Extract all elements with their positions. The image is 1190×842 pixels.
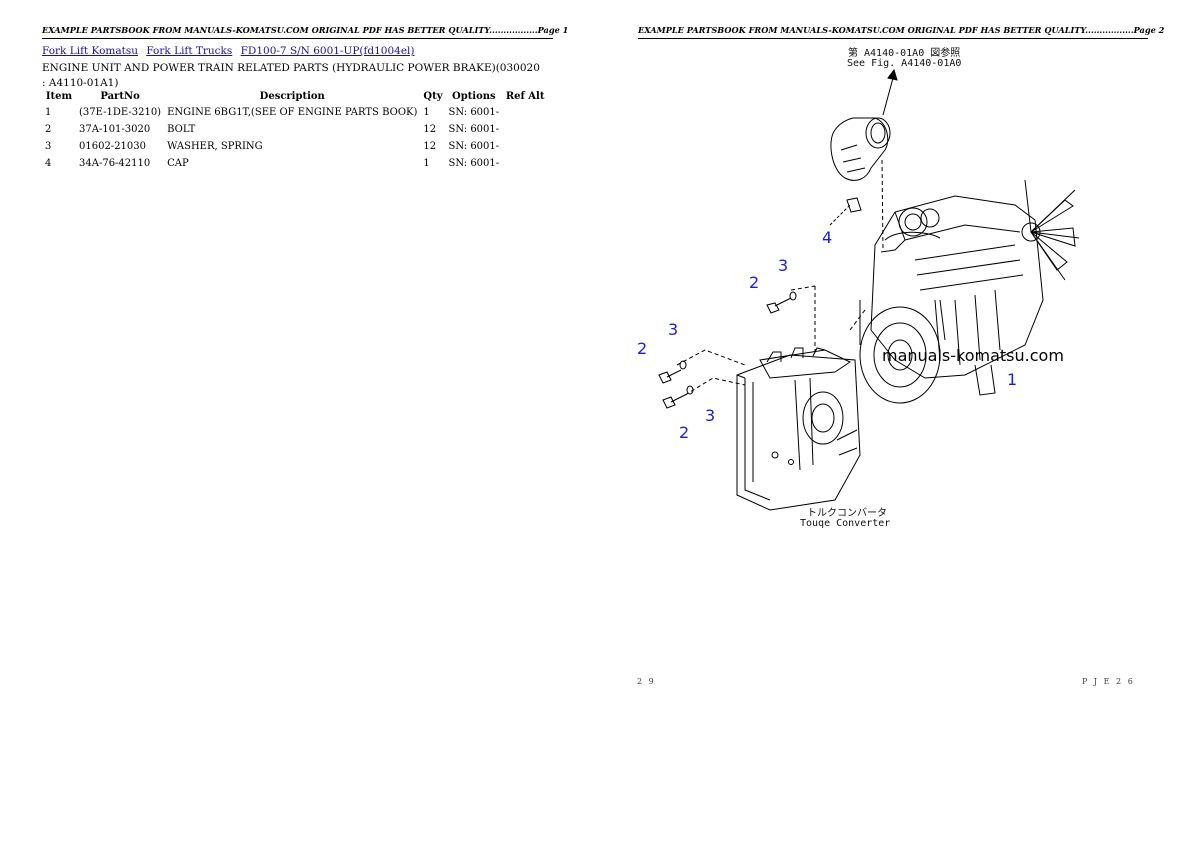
section-title: ENGINE UNIT AND POWER TRAIN RELATED PART… xyxy=(42,62,540,89)
cell-options: SN: 6001- xyxy=(448,158,500,169)
breadcrumb-link-category[interactable]: Fork Lift Trucks xyxy=(146,45,233,57)
intake-elbow-part xyxy=(830,117,891,181)
cell-qty: 1 xyxy=(423,107,430,118)
breadcrumb: Fork Lift Komatsu Fork Lift Trucks FD100… xyxy=(42,45,420,57)
cell-description: ENGINE 6BG1T,(SEE OF ENGINE PARTS BOOK) xyxy=(167,107,418,118)
bolt-part-lower xyxy=(662,385,694,409)
reference-label-en: See Fig. A4140-01A0 xyxy=(847,58,962,69)
engine-part xyxy=(859,179,1080,404)
breadcrumb-link-model[interactable]: FD100-7 S/N 6001-UP(fd1004el) xyxy=(240,45,415,57)
cell-qty: 12 xyxy=(423,141,437,152)
cell-partno: 01602-21030 xyxy=(79,141,147,152)
table-header-row: Item PartNo Description Qty Options Ref … xyxy=(42,90,548,105)
col-header-qty: Qty xyxy=(423,91,443,102)
callout-2: 2 xyxy=(637,339,648,358)
cell-options: SN: 6001- xyxy=(448,141,500,152)
parts-table: Item PartNo Description Qty Options Ref … xyxy=(42,90,548,173)
book-code: P J E 2 6 xyxy=(1082,677,1135,686)
cap-part xyxy=(829,197,862,226)
callout-1: 1 xyxy=(1007,370,1018,389)
cell-qty: 1 xyxy=(423,158,430,169)
cell-refalt xyxy=(502,122,548,139)
col-header-options: Options xyxy=(451,91,496,102)
bolt-part-middle xyxy=(658,360,687,384)
table-row: 4 34A-76-42110 CAP 1 SN: 6001- xyxy=(42,156,548,173)
cell-refalt xyxy=(502,156,548,173)
cell-refalt xyxy=(502,105,548,122)
cell-partno: (37E-1DE-3210) xyxy=(79,107,162,118)
col-header-refalt: Ref Alt xyxy=(505,91,545,102)
callout-2: 2 xyxy=(679,423,690,442)
breadcrumb-link-brand[interactable]: Fork Lift Komatsu xyxy=(42,45,138,57)
page-1: EXAMPLE PARTSBOOK FROM MANUALS-KOMATSU.C… xyxy=(42,25,568,173)
reference-arrow-head xyxy=(887,68,898,81)
cell-item: 2 xyxy=(45,124,52,135)
col-header-partno: PartNo xyxy=(100,91,140,102)
page-header: EXAMPLE PARTSBOOK FROM MANUALS-KOMATSU.C… xyxy=(42,25,568,39)
table-row: 3 01602-21030 WASHER, SPRING 12 SN: 6001… xyxy=(42,139,548,156)
cell-qty: 12 xyxy=(423,124,437,135)
table-row: 1 (37E-1DE-3210) ENGINE 6BG1T,(SEE OF EN… xyxy=(42,105,548,122)
converter-label-jp: トルクコンバータ xyxy=(807,508,887,519)
callout-3: 3 xyxy=(705,406,716,425)
col-header-description: Description xyxy=(259,91,325,102)
cell-partno: 34A-76-42110 xyxy=(79,158,151,169)
col-header-item: Item xyxy=(45,91,73,102)
cell-description: CAP xyxy=(167,158,189,169)
reference-label-jp: 第 A4140-01A0 図参照 xyxy=(848,48,961,59)
cell-refalt xyxy=(502,139,548,156)
bolt-part-upper xyxy=(766,291,797,314)
cell-options: SN: 6001- xyxy=(448,107,500,118)
exploded-parts-diagram xyxy=(658,68,1080,511)
callout-3: 3 xyxy=(668,320,679,339)
torque-converter-part xyxy=(736,347,861,511)
cell-partno: 37A-101-3020 xyxy=(79,124,151,135)
cell-description: WASHER, SPRING xyxy=(167,141,263,152)
converter-label-en: Touqe Converter xyxy=(800,518,891,529)
cell-item: 3 xyxy=(45,141,52,152)
page-header: EXAMPLE PARTSBOOK FROM MANUALS-KOMATSU.C… xyxy=(638,25,1164,39)
table-row: 2 37A-101-3020 BOLT 12 SN: 6001- xyxy=(42,122,548,139)
callout-3: 3 xyxy=(778,256,789,275)
page-2: EXAMPLE PARTSBOOK FROM MANUALS-KOMATSU.C… xyxy=(595,0,1190,842)
reference-arrow xyxy=(882,77,894,116)
callout-2: 2 xyxy=(749,273,760,292)
callout-4: 4 xyxy=(822,228,833,247)
page-number: 2 9 xyxy=(637,677,656,686)
watermark-text: manuals-komatsu.com xyxy=(882,346,1064,365)
cell-options: SN: 6001- xyxy=(448,124,500,135)
cell-item: 1 xyxy=(45,107,52,118)
cell-item: 4 xyxy=(45,158,52,169)
fan-part xyxy=(1021,179,1080,281)
cell-description: BOLT xyxy=(167,124,196,135)
